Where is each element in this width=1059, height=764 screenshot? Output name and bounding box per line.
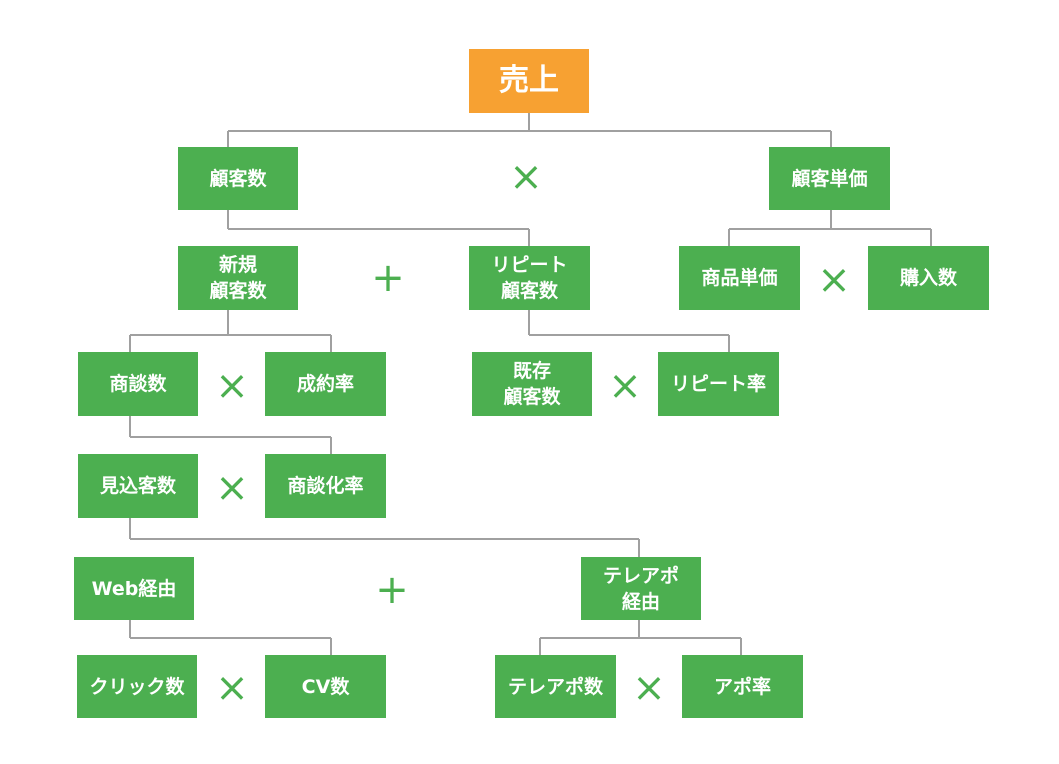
- node-via-teleapo: テレアポ 経由: [581, 557, 701, 620]
- multiply-icon: ×: [215, 465, 249, 511]
- connector-new-customers: [129, 310, 332, 352]
- node-cv: CV数: [265, 655, 386, 718]
- node-new-customers: 新規 顧客数: [178, 246, 298, 310]
- node-negotiation-rate: 商談化率: [265, 454, 386, 518]
- node-customers: 顧客数: [178, 147, 298, 210]
- multiply-icon: ×: [215, 665, 249, 711]
- node-unit-price: 顧客単価: [769, 147, 890, 210]
- node-existing-customers: 既存 顧客数: [472, 352, 592, 416]
- node-appo-rate: アポ率: [682, 655, 803, 718]
- node-clicks: クリック数: [77, 655, 197, 718]
- connector-unit-price: [728, 210, 932, 246]
- multiply-icon: ×: [817, 257, 851, 303]
- connector-repeat-customers: [528, 310, 730, 352]
- plus-icon: +: [375, 567, 409, 613]
- node-repeat-rate: リピート率: [658, 352, 779, 416]
- node-teleapo-count: テレアポ数: [495, 655, 616, 718]
- multiply-icon: ×: [509, 154, 543, 200]
- node-repeat-customers: リピート 顧客数: [469, 246, 590, 310]
- multiply-icon: ×: [215, 363, 249, 409]
- node-prospects: 見込客数: [78, 454, 198, 518]
- node-sales: 売上: [469, 49, 589, 113]
- connector-prospects: [129, 518, 640, 557]
- node-close-rate: 成約率: [265, 352, 386, 416]
- connector-customers: [227, 210, 530, 246]
- node-negotiations: 商談数: [78, 352, 198, 416]
- multiply-icon: ×: [608, 363, 642, 409]
- connector-teleapo: [539, 620, 742, 655]
- multiply-icon: ×: [632, 665, 666, 711]
- connector-web: [129, 620, 332, 655]
- connector-sales: [227, 113, 832, 147]
- plus-icon: +: [371, 255, 405, 301]
- connector-negotiations: [129, 416, 332, 454]
- node-product-price: 商品単価: [679, 246, 800, 310]
- node-via-web: Web経由: [74, 557, 194, 620]
- node-purchases: 購入数: [868, 246, 989, 310]
